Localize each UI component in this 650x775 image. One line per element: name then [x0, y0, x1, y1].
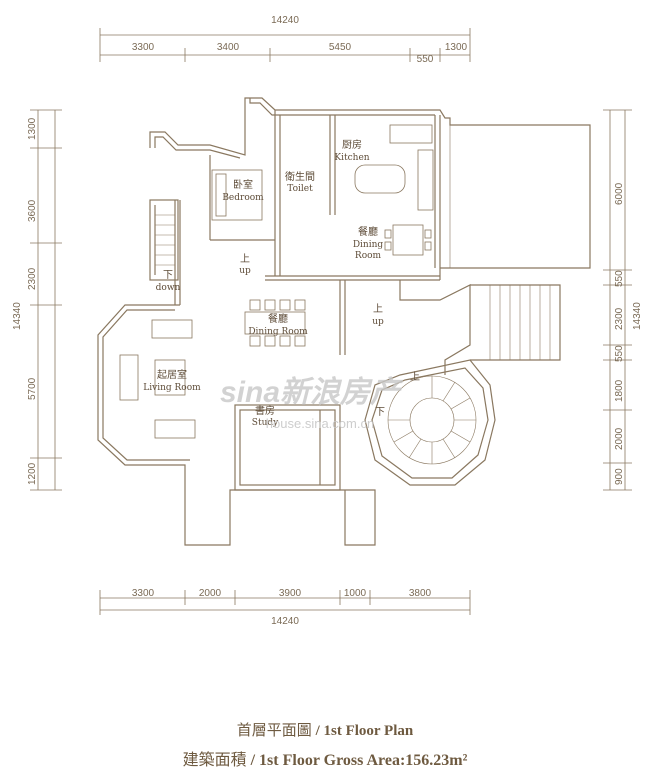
- kitchen-dining-room-label: Room: [355, 251, 382, 261]
- right-dim-3: 2300: [614, 307, 625, 330]
- gross-area-cn: 建築面積: [182, 752, 247, 769]
- top-dim-5: 1300: [445, 42, 468, 53]
- spiral-staircase: [387, 375, 477, 465]
- dining-table: [244, 299, 306, 347]
- plan-title-en: / 1st Floor Plan: [315, 723, 414, 739]
- kitchen-dining-label-cn: 餐廳: [358, 225, 378, 238]
- kitchen-label-cn: 厨房: [342, 138, 362, 151]
- bottom-total-dimension: 14240: [271, 616, 299, 627]
- stair-down-label-cn-2: 下: [375, 407, 385, 418]
- stair-up-label-cn-1: 上: [240, 253, 250, 265]
- stair-treads: [155, 125, 551, 360]
- study-label-cn: 書房: [255, 404, 275, 417]
- gross-area: 建築面積 / 1st Floor Gross Area:156.23m²: [0, 746, 650, 770]
- right-dim-6: 2000: [614, 427, 625, 450]
- outer-walls: [97, 97, 591, 546]
- bedroom-label-cn: 卧室: [233, 178, 253, 191]
- stair-down-label-en-1: down: [156, 283, 181, 293]
- right-dim-4: 550: [614, 345, 625, 362]
- right-dim-5: 1800: [614, 379, 625, 402]
- top-dim-1: 3300: [132, 42, 155, 53]
- top-dimension-chain: [99, 28, 471, 62]
- bottom-dim-2: 2000: [199, 588, 222, 599]
- left-dim-2: 3600: [27, 199, 38, 222]
- stair-up-label-cn-2: 上: [373, 303, 383, 315]
- left-dim-1: 1300: [27, 117, 38, 140]
- floor-plan: 14240 3300 3400 5450 550 1300 3300 2000 …: [12, 15, 643, 627]
- plan-title-cn: 首層平面圖: [236, 723, 312, 739]
- top-dim-4: 550: [417, 54, 434, 65]
- stair-down-label-cn-1: 下: [163, 270, 173, 281]
- right-dimension-chain: [603, 109, 632, 491]
- living-sofas: [119, 319, 196, 439]
- stair-up-label-en-2: up: [372, 317, 384, 327]
- toilet-label-cn: 衛生間: [285, 170, 315, 183]
- left-dim-4: 5700: [27, 377, 38, 400]
- living-room-label-en: Living Room: [143, 383, 201, 393]
- watermark-url: house.sina.com.cn: [266, 416, 374, 431]
- study-label-en: Study: [252, 418, 279, 428]
- plan-title: 首層平面圖 / 1st Floor Plan: [0, 719, 650, 740]
- kitchen-label-en: Kitchen: [334, 153, 369, 163]
- left-dimension-chain: [30, 109, 62, 491]
- left-dim-3: 2300: [27, 267, 38, 290]
- bottom-dim-1: 3300: [132, 588, 155, 599]
- bottom-dim-5: 3800: [409, 588, 432, 599]
- bottom-dim-3: 3900: [279, 588, 302, 599]
- dining-room-label-en: Dining Room: [248, 327, 308, 337]
- bottom-dimension-chain: [99, 590, 471, 615]
- bed: [211, 169, 263, 221]
- dining-room-label-cn: 餐廳: [268, 312, 288, 325]
- left-dim-5: 1200: [27, 462, 38, 485]
- kitchen-island: [354, 124, 434, 211]
- gross-area-en: / 1st Floor Gross Area:156.23m²: [250, 752, 468, 769]
- dining-table-kitchen: [384, 224, 432, 256]
- kitchen-dining-label-en: Dining: [353, 240, 384, 250]
- stair-up-label-en-1: up: [239, 266, 251, 276]
- left-total-dimension: 14340: [12, 302, 23, 330]
- bedroom-label-en: Bedroom: [222, 193, 264, 203]
- top-dim-2: 3400: [217, 42, 240, 53]
- watermark-brand: sina新浪房产: [220, 375, 404, 409]
- living-room-label-cn: 起居室: [157, 368, 187, 381]
- right-dim-2: 550: [614, 270, 625, 287]
- stair-up-label-cn-3: 上: [410, 371, 420, 383]
- bottom-dim-4: 1000: [344, 588, 367, 599]
- right-dim-1: 6000: [614, 182, 625, 205]
- right-total-dimension: 14340: [632, 302, 643, 330]
- right-dim-7: 900: [614, 468, 625, 485]
- toilet-label-en: Toilet: [287, 184, 313, 194]
- top-dim-3: 5450: [329, 42, 352, 53]
- top-total-dimension: 14240: [271, 15, 299, 26]
